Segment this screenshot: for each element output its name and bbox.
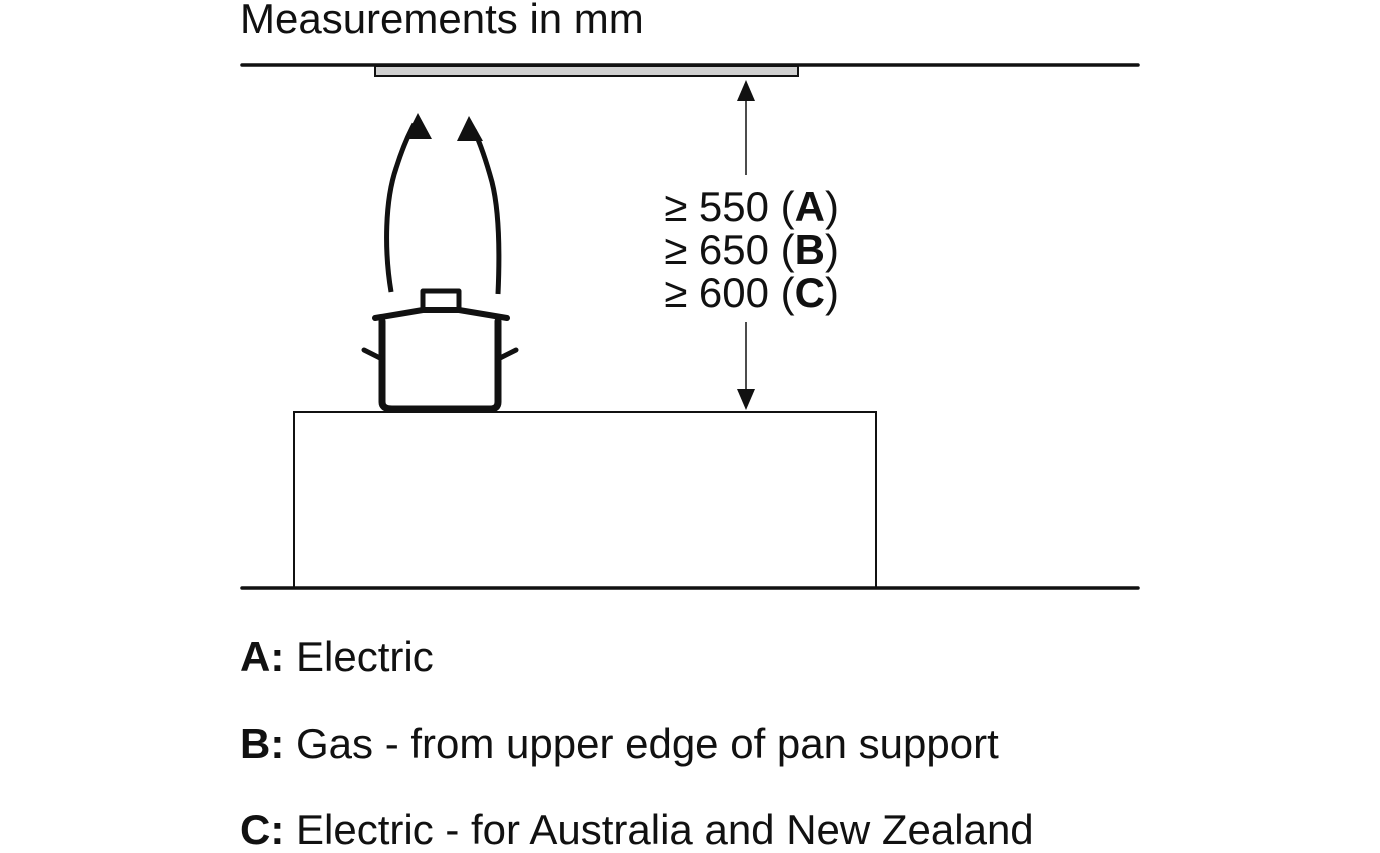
cooking-pot-icon bbox=[361, 288, 519, 413]
dimension-label-b: ≥ 650 (B) bbox=[664, 226, 839, 273]
dimension-label-c: ≥ 600 (C) bbox=[664, 269, 839, 316]
legend-text: Gas - from upper edge of pan support bbox=[296, 720, 999, 767]
legend-key: C: bbox=[240, 806, 285, 853]
hob-cabinet bbox=[293, 411, 877, 588]
legend-text: Electric bbox=[296, 633, 434, 680]
measurements-title: Measurements in mm bbox=[240, 0, 644, 42]
legend-key: A: bbox=[240, 633, 285, 680]
legend-item-b: B: Gas - from upper edge of pan support bbox=[240, 723, 999, 765]
steam-arrow-icon bbox=[384, 113, 432, 293]
hood-panel bbox=[374, 65, 799, 77]
legend-text: Electric - for Australia and New Zealand bbox=[296, 806, 1034, 853]
steam-arrow-icon bbox=[457, 116, 502, 295]
legend-key: B: bbox=[240, 720, 285, 767]
legend-item-a: A: Electric bbox=[240, 636, 434, 678]
dimension-arrow-icon bbox=[737, 80, 755, 410]
legend-item-c: C: Electric - for Australia and New Zeal… bbox=[240, 809, 1034, 851]
dimension-label-a: ≥ 550 (A) bbox=[664, 183, 839, 230]
